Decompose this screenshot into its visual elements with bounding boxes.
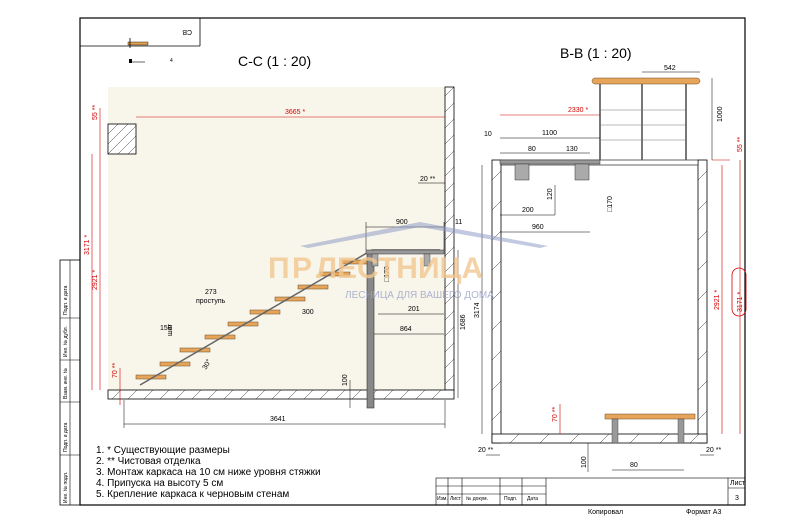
cc-dim-shag: шаг [167,323,174,336]
bb-dim-170: □170 [607,196,614,212]
cc-dim-2921: 2921 * [92,269,99,290]
tb-col-date: Дата [527,496,538,502]
bb-dim-1000: 1000 [717,106,724,122]
tb-col-izm: Изм. [437,496,448,502]
cc-dim-273: 273 [205,289,217,296]
bb-title: В-В (1 : 20) [560,45,632,61]
bb-dim-2330: 2330 * [568,107,589,114]
side-stamp-5: Подп. и дата [63,285,69,315]
bb-balusters [599,84,687,160]
cc-dim-prostup: проступь [196,298,226,305]
tb-col-doc: № докум. [466,496,488,502]
bb-handrail [591,77,701,85]
bb-dim-3174: 3174 [474,302,481,318]
bb-dim-3171: 3171 * [737,291,744,312]
bb-dim-70: 70 ** [552,407,559,422]
corner-label: СВ [182,28,192,35]
cc-dim-201: 201 [408,306,420,313]
title-block [435,477,746,506]
bb-dim-2921: 2921 * [714,289,721,310]
side-stamp-2: Подп. и дата [63,422,69,452]
cc-dim-11: 11 [455,219,462,226]
bb-dim-80: 80 [528,146,536,153]
cc-dim-150: 150 [160,325,172,332]
cc-dim-70: 70 ** [112,363,119,378]
bb-dim-20-left: 20 ** [478,447,493,454]
cc-floor [107,389,455,400]
cc-dim-300: 300 [302,309,314,316]
watermark-text: ЛЕСТНИЦА [316,252,483,285]
note-4: 4. Припуска на высоту 5 см [96,478,223,489]
bb-dim-80-bottom: 80 [630,462,638,469]
cc-dim-1686: 1686 [460,314,467,330]
cc-dim-900: 900 [396,219,408,226]
cc-dim-3641: 3641 [270,416,286,423]
watermark: П Р ЛЕСТНИЦА ЛЕСНИЦА ДЛЯ ВАШЕГО ДОМА [268,222,548,301]
cc-dim-864: 864 [400,326,412,333]
bb-dim-200: 200 [522,207,534,214]
cc-landing [365,249,445,255]
cc-dim-55: 55 ** [92,105,99,120]
bb-dim-130: 130 [566,146,578,153]
cc-title: С-С (1 : 20) [238,53,311,69]
bb-landing [499,159,601,165]
bb-dim-542: 542 [664,65,676,72]
tb-col-list: Лист [450,496,462,502]
note-1: 1. * Существующие размеры [96,445,230,456]
bb-dim-120: 120 [547,188,554,200]
notes: 1. * Существующие размеры 2. ** Чистовая… [96,445,321,500]
tb-sheet-no: 3 [735,495,739,502]
side-stamp-4: Инв. № дубл. [63,326,69,357]
bb-dim-55: 55 ** [737,137,744,152]
bb-dim-100: 100 [581,456,588,468]
tb-format: Формат А3 [686,509,721,516]
cc-slab [107,123,137,155]
cc-dim-100: 100 [342,374,349,386]
side-stamp-3: Взам. инв. № [63,368,69,399]
cc-dim-3665: 3665 * [285,109,306,116]
tb-sheet-label: Лист [730,480,746,487]
watermark-letter: П [268,252,290,285]
tb-copied: Копировал [588,509,623,516]
corner-hint: 4 [170,58,173,64]
bb-dim-20-right: 20 ** [706,447,721,454]
cc-room [108,87,445,390]
bb-dim-1100: 1100 [542,130,557,137]
bb-3171-highlight [731,267,747,317]
cc-dim-170: □170 [384,266,391,282]
side-stamp: Инв. № подл. Подп. и дата Взам. инв. № И… [59,259,81,506]
cc-dim-3171: 3171 * [84,234,91,255]
watermark-letter-2: Р [292,252,312,285]
corner-box: СВ 4 [80,18,201,64]
note-2: 2. ** Чистовая отделка [96,456,201,467]
side-stamp-1: Инв. № подл. [63,472,69,503]
tb-col-podp: Подп. [504,496,517,502]
note-3: 3. Монтаж каркаса на 10 см ниже уровня с… [96,467,321,478]
cc-dim-20: 20 ** [420,176,435,183]
bb-bottom-tread [604,413,696,420]
bb-dim-10: 10 [484,131,492,138]
watermark-sub: ЛЕСНИЦА ДЛЯ ВАШЕГО ДОМА [345,290,494,301]
bb-dim-960: 960 [532,224,544,231]
note-5: 5. Крепление каркаса к черновым стенам [96,489,289,500]
bb-floor [491,433,708,444]
